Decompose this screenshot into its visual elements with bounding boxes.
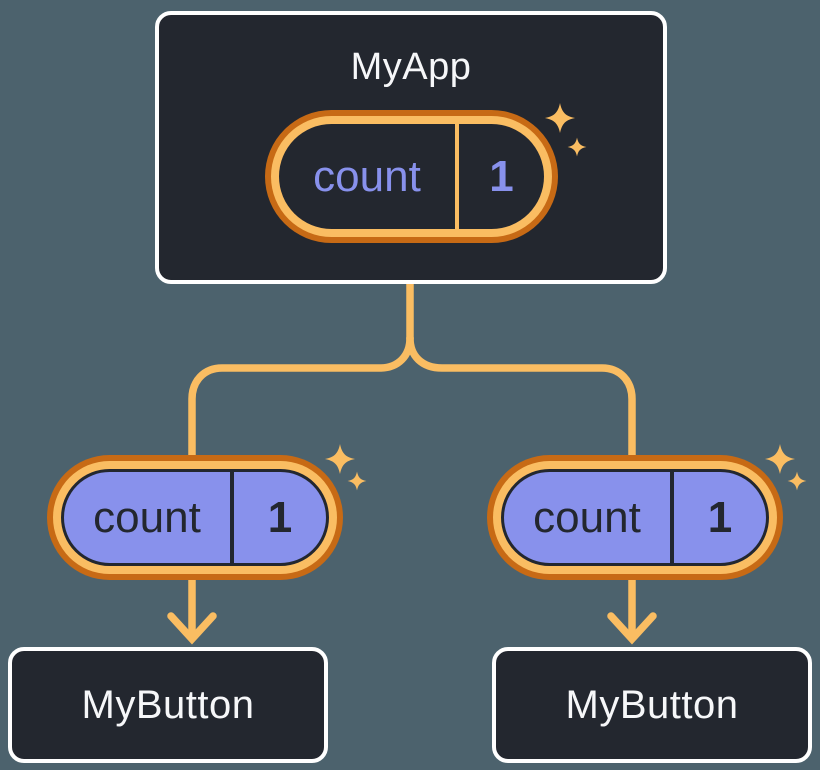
- branch-right-line: [406, 334, 636, 642]
- node-myapp-label: MyApp: [350, 46, 472, 88]
- arrowhead-left: [167, 612, 217, 645]
- sparkle-icon: [544, 102, 576, 134]
- pill-divider: [670, 472, 674, 563]
- state-pill-root-ring: count 1: [271, 116, 552, 237]
- sparkle-icon: [787, 471, 807, 491]
- state-pill-child-right: count 1: [487, 455, 783, 580]
- node-mybutton-right: MyButton: [492, 647, 812, 763]
- state-pill-child-left-ring: count 1: [53, 461, 337, 574]
- state-value-label: 1: [707, 492, 733, 542]
- sparkle-icon: [324, 443, 356, 475]
- pill-divider: [455, 124, 459, 229]
- state-value-label: 1: [489, 151, 514, 201]
- state-pill-root: count 1: [265, 110, 558, 243]
- state-pill-root-body: count 1: [279, 124, 544, 229]
- state-pill-child-right-body: count 1: [501, 469, 769, 566]
- sparkle-icon: [347, 471, 367, 491]
- state-pill-child-left-body: count 1: [61, 469, 329, 566]
- state-value-label: 1: [267, 492, 293, 542]
- state-pill-child-right-ring: count 1: [493, 461, 777, 574]
- node-mybutton-left-label: MyButton: [81, 682, 255, 727]
- node-mybutton-right-label: MyButton: [565, 682, 739, 727]
- state-name-label: count: [533, 492, 641, 542]
- node-mybutton-left: MyButton: [8, 647, 328, 763]
- state-name-label: count: [313, 151, 421, 201]
- branch-left-line: [188, 334, 414, 642]
- state-name-label: count: [93, 492, 201, 542]
- sparkle-icon: [764, 443, 796, 475]
- pill-divider: [230, 472, 234, 563]
- state-pill-child-left: count 1: [47, 455, 343, 580]
- arrowhead-right: [607, 612, 657, 645]
- sparkle-icon: [567, 137, 587, 157]
